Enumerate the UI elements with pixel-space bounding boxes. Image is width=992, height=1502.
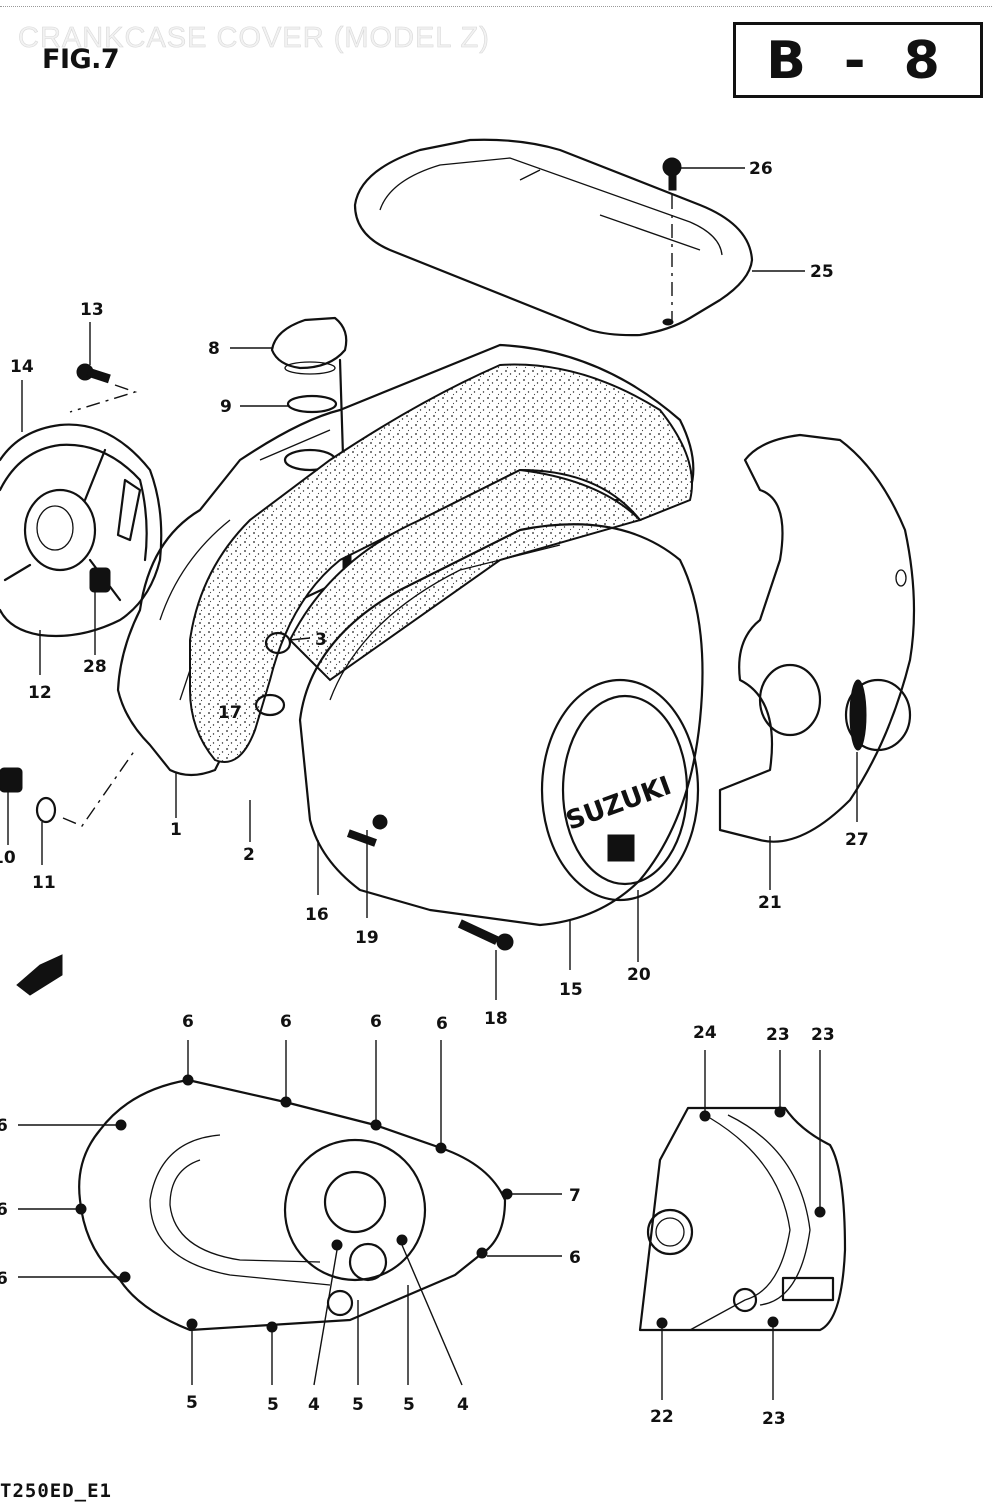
callout-15: 15 (559, 980, 583, 1000)
callout-25: 25 (810, 262, 834, 282)
scan-top-border (0, 6, 992, 7)
callout-18: 18 (484, 1009, 508, 1029)
callout-28: 28 (83, 657, 107, 677)
section-code-box: B - 8 (733, 22, 983, 98)
callout-21: 21 (758, 893, 782, 913)
part-drain-plug-10 (0, 767, 23, 793)
callout-4-bottom-2: 4 (457, 1395, 469, 1415)
callout-26: 26 (749, 159, 773, 179)
ghost-title: CRANKCASE COVER (MODEL Z) (18, 22, 490, 55)
callout-6-left-2: 6 (0, 1200, 8, 1220)
figure-label: FIG.7 (42, 44, 120, 75)
callout-8: 8 (208, 339, 220, 359)
page-code: T250ED_E1 (0, 1480, 112, 1502)
callout-27: 27 (845, 830, 869, 850)
leader-lines (7, 167, 858, 1400)
callout-6-left-3: 6 (0, 1269, 8, 1289)
callout-20: 20 (627, 965, 651, 985)
callout-16: 16 (305, 905, 329, 925)
callout-5-bottom-2: 5 (267, 1395, 279, 1415)
section-code: B - 8 (766, 31, 950, 91)
callout-6-right: 6 (569, 1248, 581, 1268)
callout-6-top-2: 6 (280, 1012, 292, 1032)
suzuki-logo: SUZUKI (562, 771, 675, 862)
callout-2: 2 (243, 845, 255, 865)
logo-text: SUZUKI (562, 771, 675, 837)
callout-7: 7 (569, 1186, 581, 1206)
callout-23-top-1: 23 (766, 1025, 790, 1045)
part-screw-26 (662, 157, 682, 320)
part-sprocket-cover-view (638, 1106, 847, 1332)
callout-9: 9 (220, 397, 232, 417)
part-clutch-cover-left (0, 423, 163, 638)
callouts-upper: 1 2 3 8 9 10 11 12 13 14 15 16 17 18 19 … (0, 159, 869, 1029)
callout-11: 11 (32, 873, 56, 893)
callout-6-top-4: 6 (436, 1014, 448, 1034)
front-direction-arrow (16, 954, 63, 996)
part-oil-filler-cap (270, 316, 348, 414)
part-bolt-13 (69, 363, 138, 413)
callout-24: 24 (693, 1023, 717, 1043)
part-side-cover-21 (718, 433, 916, 843)
callouts-lower-right: 24 23 23 22 23 (650, 1023, 835, 1429)
part-inspection-cover (353, 138, 754, 337)
callout-6-left-1: 6 (0, 1116, 8, 1136)
callout-5-bottom-4: 5 (403, 1395, 415, 1415)
bolt-holes (75, 1074, 513, 1333)
callouts-lower-left: 6 6 6 6 6 6 6 7 6 5 5 4 5 5 4 (0, 1012, 581, 1415)
callout-17: 17 (218, 703, 242, 723)
part-plug-27 (844, 678, 912, 752)
callout-13: 13 (80, 300, 104, 320)
callout-22: 22 (650, 1407, 674, 1427)
part-dowel-pins (254, 631, 292, 717)
part-gasket (189, 363, 693, 763)
callout-6-top-1: 6 (182, 1012, 194, 1032)
callout-3: 3 (315, 630, 327, 650)
callout-12: 12 (28, 683, 52, 703)
callout-1: 1 (170, 820, 182, 840)
callout-4-bottom-1: 4 (308, 1395, 320, 1415)
callout-23-bottom: 23 (762, 1409, 786, 1429)
callout-19: 19 (355, 928, 379, 948)
callout-23-top-2: 23 (811, 1025, 835, 1045)
callout-14: 14 (10, 357, 34, 377)
callout-5-bottom-1: 5 (186, 1393, 198, 1413)
part-clutch-cover-view (75, 1074, 513, 1333)
part-washer-11 (35, 749, 136, 827)
callout-6-top-3: 6 (370, 1012, 382, 1032)
callout-10: 10 (0, 848, 16, 868)
callout-5-bottom-3: 5 (352, 1395, 364, 1415)
